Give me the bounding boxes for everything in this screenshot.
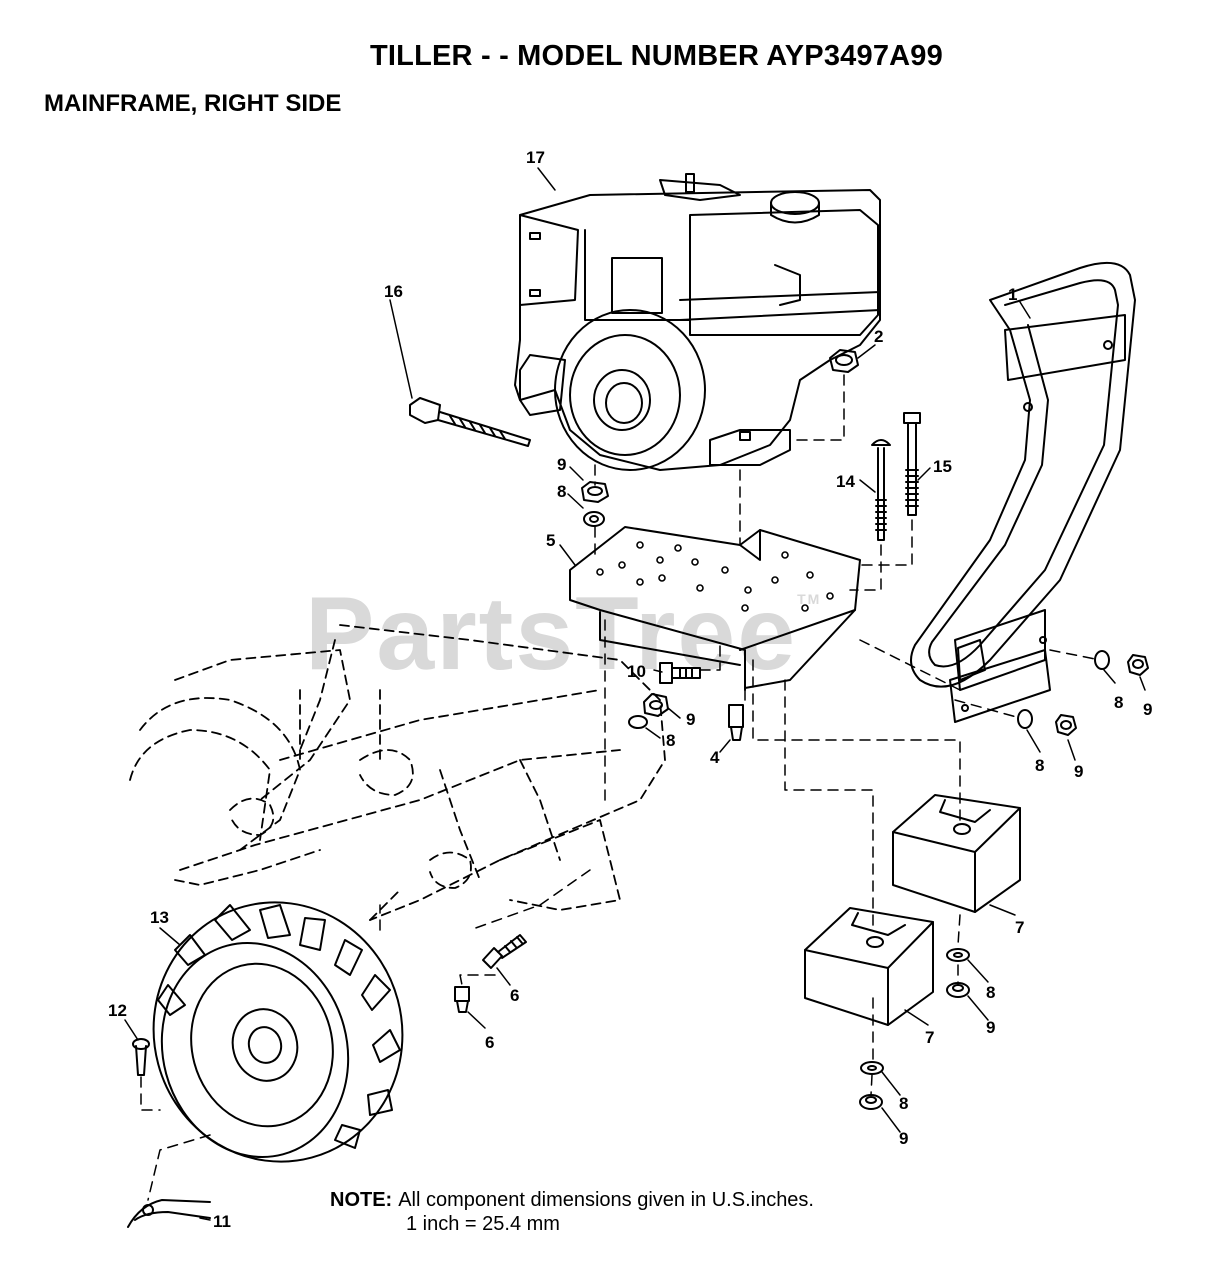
callout-5: 5 — [546, 531, 555, 550]
callout-13: 13 — [150, 908, 169, 927]
callout-17: 17 — [526, 148, 545, 167]
callout-9-lower: 9 — [1074, 762, 1083, 781]
page-title: TILLER - - MODEL NUMBER AYP3497A99 — [370, 40, 943, 72]
weight-block-upper — [892, 794, 1021, 913]
dimension-note: NOTE:All component dimensions given in U… — [330, 1188, 814, 1236]
tire-wheel-part — [152, 901, 404, 1163]
washer-part-8-bottom — [860, 1061, 884, 1075]
mounting-plate-part — [569, 526, 861, 691]
callout-9-bottom: 9 — [899, 1129, 908, 1148]
handle-bar-part — [910, 261, 1136, 723]
callout-1: 1 — [1008, 285, 1017, 304]
callout-16: 16 — [384, 282, 403, 301]
nut-part-9-top — [581, 481, 609, 503]
note-label: NOTE: — [330, 1189, 393, 1211]
callout-7-lower: 7 — [925, 1028, 934, 1047]
callout-8-block: 8 — [986, 983, 995, 1002]
bolt-part-6-vertical — [454, 986, 470, 1013]
callout-2: 2 — [874, 327, 883, 346]
callout-9-block: 9 — [986, 1018, 995, 1037]
carriage-bolt-part-14 — [871, 439, 891, 541]
note-conversion: 1 inch = 25.4 mm — [406, 1213, 560, 1235]
callout-9-mid: 9 — [686, 710, 695, 729]
callout-8-right: 8 — [1114, 693, 1123, 712]
watermark-tm: TM — [797, 591, 822, 607]
callout-9-top: 9 — [557, 455, 566, 474]
callout-8-lower: 8 — [1035, 756, 1044, 775]
nut-part-9-right — [1127, 654, 1149, 676]
callout-12: 12 — [108, 1001, 127, 1020]
lockwasher-part-8-mid — [628, 715, 648, 729]
note-text: All component dimensions given in U.S.in… — [398, 1189, 814, 1211]
callout-11: 11 — [213, 1212, 231, 1231]
bolt-part-10 — [659, 662, 701, 684]
nut-part-9-mid — [643, 693, 669, 717]
callout-6-angled: 6 — [510, 986, 519, 1005]
lockwasher-part-8-top — [583, 511, 605, 527]
nut-part-9-bottom — [859, 1094, 883, 1110]
callout-8-bottom: 8 — [899, 1094, 908, 1113]
lockwasher-part-8-lower — [1017, 709, 1033, 729]
bolt-part-4 — [728, 704, 744, 741]
weight-block-lower — [804, 907, 934, 1026]
hex-bolt-part-15 — [903, 412, 921, 516]
watermark-text: PartsTree — [305, 576, 798, 692]
engine-part — [514, 173, 881, 471]
callout-14: 14 — [836, 472, 855, 491]
tiller-frame-ghost — [129, 624, 666, 921]
callout-8-top: 8 — [557, 482, 566, 501]
callout-leaders — [124, 167, 1146, 1221]
watermark-logo: PartsTreeTM — [305, 575, 821, 694]
callout-9-right: 9 — [1143, 700, 1152, 719]
clevis-pin-part — [132, 1038, 150, 1076]
bolt-part-6-angled — [482, 934, 527, 969]
nut-part-2 — [829, 349, 859, 373]
callout-8-mid: 8 — [666, 731, 675, 750]
nut-part-9-lower — [1055, 714, 1077, 736]
assembly-guide-lines — [140, 374, 1101, 1201]
callout-7-upper: 7 — [1015, 918, 1024, 937]
callout-10: 10 — [627, 662, 646, 681]
callout-15: 15 — [933, 457, 952, 476]
washer-part-8-block — [946, 948, 970, 962]
callout-6-vertical: 6 — [485, 1033, 494, 1052]
lockwasher-part-8-right — [1094, 650, 1110, 670]
section-subtitle: MAINFRAME, RIGHT SIDE — [44, 90, 342, 117]
hairpin-clip-part — [127, 1199, 211, 1228]
callout-4: 4 — [710, 748, 720, 767]
cable-tie-part — [409, 397, 531, 447]
